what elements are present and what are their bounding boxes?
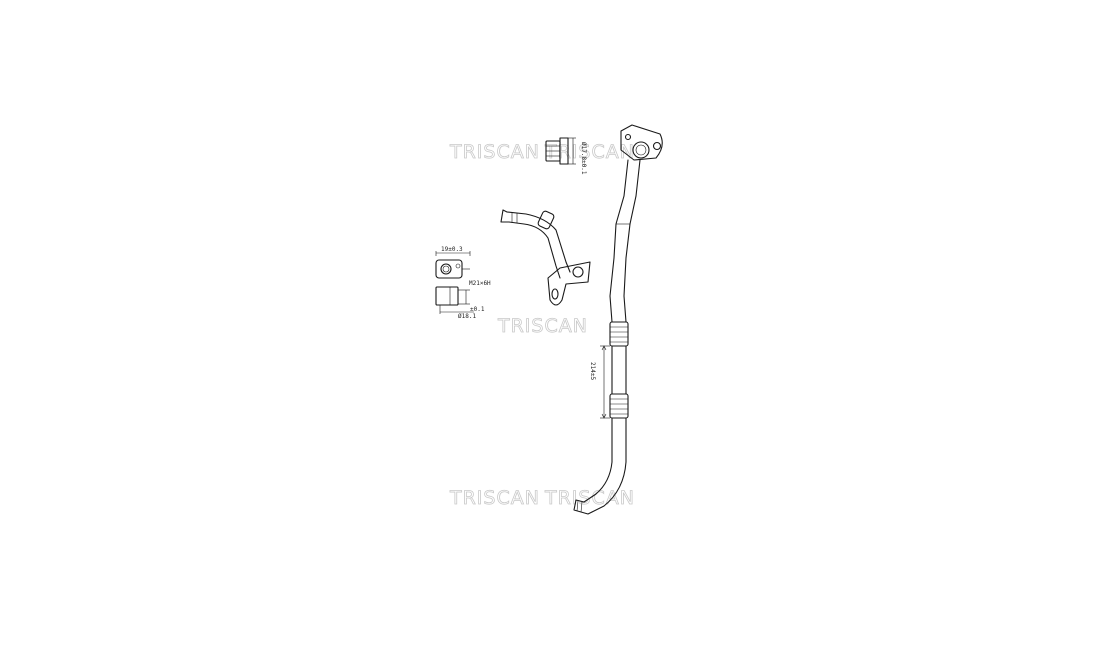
fitting-tolerance-label: ±0.1 (470, 306, 485, 313)
fitting-bore-label: Ø18.1 (458, 313, 476, 320)
watermark-bottom-left: TRISCAN (449, 487, 540, 509)
nut-fitting (545, 137, 576, 165)
nut-diameter-label: Ø17.8±0.1 (580, 142, 587, 175)
hose-length-label: 214±5 (589, 362, 596, 380)
watermark-top-right: TRISCAN (544, 141, 635, 163)
main-hose (573, 124, 663, 515)
thread-label: M21×6H (469, 280, 491, 287)
adapter-fitting (435, 251, 474, 314)
length-dimension (600, 345, 610, 419)
watermark-middle: TRISCAN (497, 315, 588, 337)
fitting-width-label: 19±0.3 (441, 246, 463, 253)
watermark-top-left: TRISCAN (449, 141, 540, 163)
bent-pipe-bracket (500, 209, 591, 306)
watermark-bottom-right: TRISCAN (544, 487, 635, 509)
